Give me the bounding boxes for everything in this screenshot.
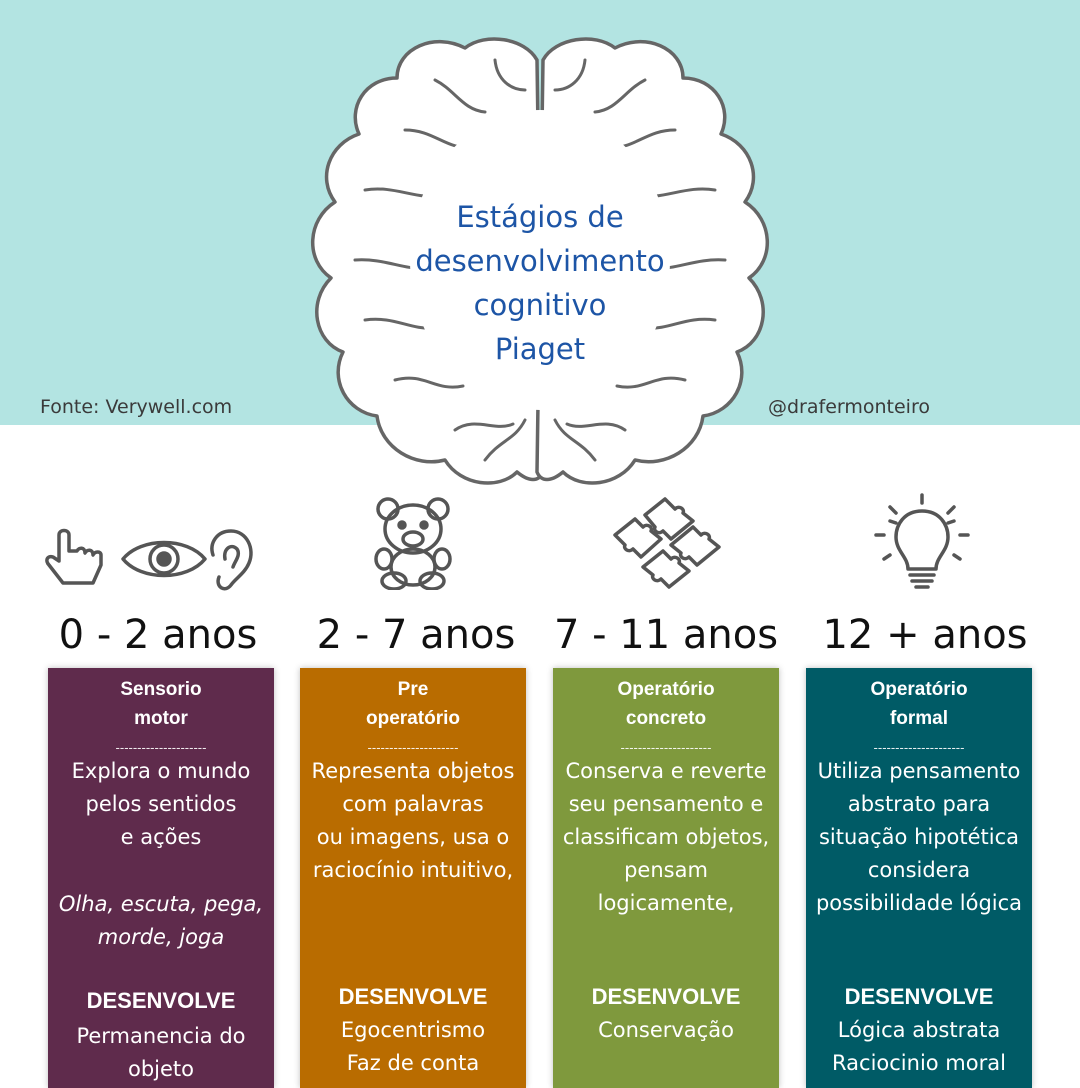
stage-card-sensorio-motor: Sensorio motor --------------------- Exp… [48,668,274,1088]
title-line: Estágios de [456,200,624,234]
stage-description: Conserva e reverte seu pensamento e clas… [553,755,779,920]
description-line: Conserva e reverte [565,759,767,783]
description-line: logicamente, [597,891,735,915]
description-line: raciocínio intuitivo, [312,858,514,882]
outcome-line: Faz de conta [346,1051,480,1075]
examples-line: Olha, escuta, pega, [58,892,264,916]
description-line: pelos sentidos [85,792,237,816]
develops-label: DESENVOLVE [844,984,994,1009]
stage-title: Sensorio motor [48,675,274,733]
stage-title: Operatório formal [806,675,1032,733]
hand-eye-ear-icon [45,528,253,591]
lightbulb-icon [874,493,970,589]
stage-card-operatorio-concreto: Operatório concreto --------------------… [553,668,779,1088]
outcome-line: Egocentrismo [340,1018,486,1042]
description-line: ou imagens, usa o [316,825,510,849]
examples-line: morde, joga [97,925,225,949]
title-line: cognitivo [473,288,607,322]
age-label: 12 + anos [822,612,1028,658]
develops-label: DESENVOLVE [591,984,741,1009]
develops-outcomes: Permanencia do objeto [48,1020,274,1086]
stage-title-line: motor [134,708,188,729]
stage-description: Explora o mundo pelos sentidos e ações [48,755,274,854]
stage-title-line: concreto [625,708,707,729]
develops-label: DESENVOLVE [86,988,236,1013]
description-line: situação hipotética [818,825,1020,849]
description-line: com palavras [342,792,484,816]
age-label: 2 - 7 anos [316,612,516,658]
brain-illustration [310,37,770,485]
source-credit: Fonte: Verywell.com [40,396,233,418]
title-line: Piaget [494,332,586,366]
stage-title-line: Operatório [870,679,968,700]
author-handle: @drafermonteiro [768,396,930,418]
develops-outcomes: Egocentrismo Faz de conta [300,1014,526,1080]
title-line: desenvolvimento [415,244,665,278]
stage-title-line: Sensorio [120,679,202,700]
separator: --------------------- [873,741,965,755]
outcome-line: Conservação [598,1018,734,1042]
separator: --------------------- [115,741,207,755]
stage-description: Representa objetos com palavras ou image… [300,755,526,887]
stage-examples: Olha, escuta, pega, morde, joga [48,888,274,954]
stage-card-pre-operatorio: Pre operatório --------------------- Rep… [300,668,526,1088]
description-line: Utiliza pensamento [817,759,1021,783]
stage-title-line: Operatório [617,679,715,700]
description-line: Representa objetos [311,759,515,783]
outcome-line: objeto [127,1057,194,1081]
outcome-line: Permanencia do [76,1024,246,1048]
outcome-line: Lógica abstrata [837,1018,1001,1042]
stage-title-line: Pre [397,679,429,700]
separator: --------------------- [620,741,712,755]
age-label: 0 - 2 anos [58,612,258,658]
description-line: e ações [120,825,202,849]
description-line: abstrato para [847,792,991,816]
develops-label: DESENVOLVE [338,984,488,1009]
age-label: 7 - 11 anos [553,612,779,658]
stage-description: Utiliza pensamento abstrato para situaçã… [806,755,1032,920]
description-line: pensam [624,858,708,882]
separator: --------------------- [367,741,459,755]
puzzle-icon [613,497,721,589]
outcome-line: Raciocinio moral [832,1051,1006,1075]
description-line: Explora o mundo [71,759,251,783]
stage-title: Pre operatório [300,675,526,733]
infographic-title: Estágios de desenvolvimento cognitivo Pi… [400,195,680,371]
description-line: considera [867,858,971,882]
develops-outcomes: Lógica abstrata Raciocinio moral [806,1014,1032,1080]
stage-title-line: formal [889,708,949,729]
description-line: possibilidade lógica [815,891,1023,915]
stage-title: Operatório concreto [553,675,779,733]
develops-outcomes: Conservação [553,1014,779,1047]
teddy-bear-icon [374,497,452,590]
stage-card-operatorio-formal: Operatório formal --------------------- … [806,668,1032,1088]
stage-title-line: operatório [366,708,460,729]
description-line: seu pensamento e [568,792,764,816]
description-line: classificam objetos, [562,825,770,849]
